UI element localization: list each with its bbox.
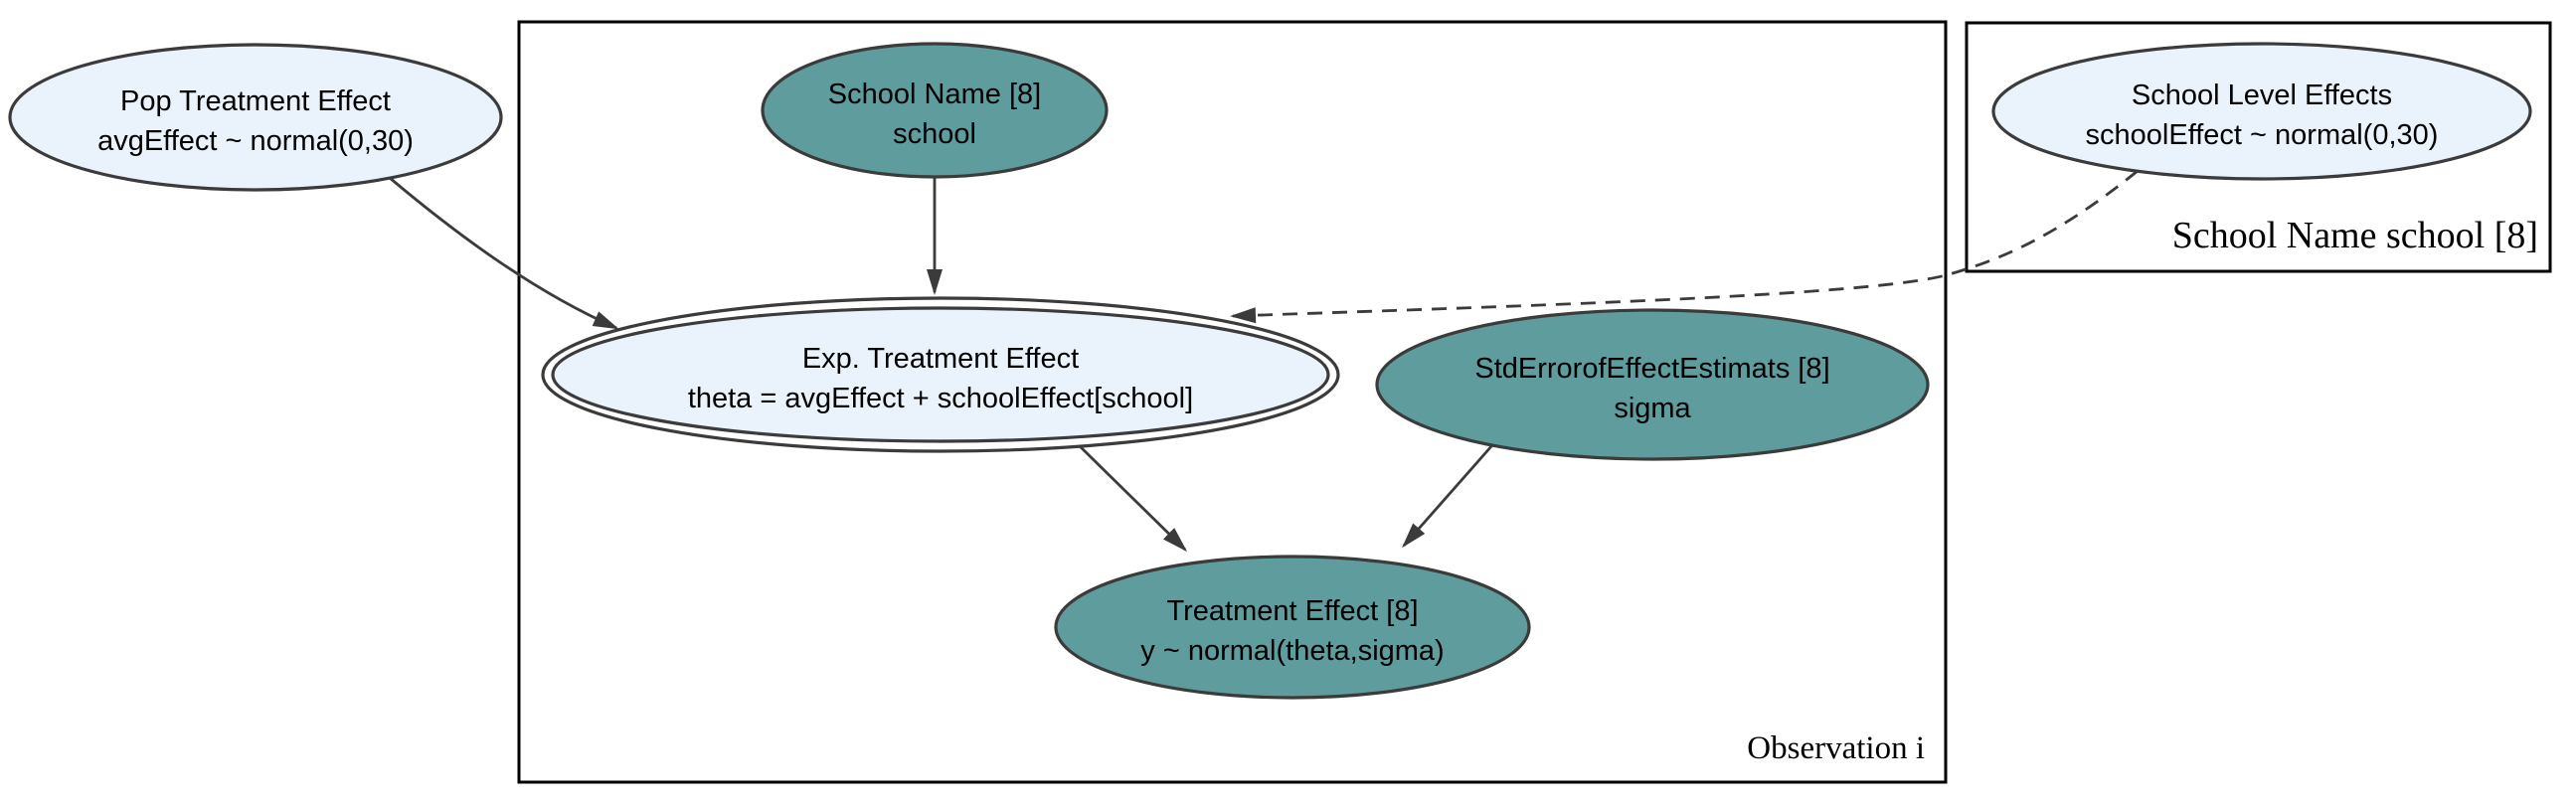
node-std-error[interactable]: StdErrorofEffectEstimats [8] sigma — [1375, 308, 1930, 461]
node-school-name-formula: school — [893, 118, 976, 150]
node-school-level-effects-title: School Level Effects — [2132, 80, 2392, 111]
node-exp-treatment-effect-formula: theta = avgEffect + schoolEffect[school] — [688, 383, 1193, 414]
plate-school: School Name school [8] — [1965, 21, 2552, 273]
node-school-name-title: School Name [8] — [828, 79, 1041, 110]
node-std-error-ellipse — [1375, 308, 1930, 461]
plate-school-label: School Name school [8] — [2172, 215, 2538, 256]
plate-observation-label: Observation i — [1747, 730, 1925, 766]
plate-school-border — [1965, 21, 2552, 273]
node-pop-treatment-effect-formula: avgEffect ~ normal(0,30) — [97, 125, 414, 157]
node-pop-treatment-effect-ellipse — [8, 43, 503, 192]
node-school-level-effects[interactable]: School Level Effects schoolEffect ~ norm… — [1991, 42, 2532, 181]
node-exp-treatment-effect-title: Exp. Treatment Effect — [802, 343, 1079, 375]
node-school-level-effects-ellipse — [1991, 42, 2532, 181]
node-treatment-effect-title: Treatment Effect [8] — [1166, 595, 1418, 627]
node-pop-treatment-effect[interactable]: Pop Treatment Effect avgEffect ~ normal(… — [8, 43, 503, 192]
node-treatment-effect-formula: y ~ normal(theta,sigma) — [1140, 635, 1444, 667]
edge-pop-to-exp-effect — [389, 176, 619, 330]
node-school-level-effects-formula: schoolEffect ~ normal(0,30) — [2086, 119, 2439, 151]
edge-exp-effect-to-treatment — [1079, 445, 1188, 553]
node-std-error-title: StdErrorofEffectEstimats [8] — [1474, 353, 1829, 385]
node-exp-treatment-effect[interactable]: Exp. Treatment Effect theta = avgEffect … — [541, 296, 1340, 453]
node-school-name[interactable]: School Name [8] school — [761, 42, 1109, 179]
node-std-error-formula: sigma — [1614, 393, 1691, 424]
node-school-name-ellipse — [761, 42, 1109, 179]
edge-school-level-to-exp-effect-dashed — [1230, 169, 2139, 324]
node-exp-treatment-effect-inner-ellipse — [551, 306, 1330, 443]
node-treatment-effect[interactable]: Treatment Effect [8] y ~ normal(theta,si… — [1054, 555, 1531, 700]
plate-observation: Observation i — [517, 20, 1948, 784]
node-pop-treatment-effect-title: Pop Treatment Effect — [120, 85, 391, 117]
node-treatment-effect-ellipse — [1054, 555, 1531, 700]
edge-sigma-to-treatment — [1402, 444, 1494, 549]
plate-observation-border — [517, 20, 1948, 784]
